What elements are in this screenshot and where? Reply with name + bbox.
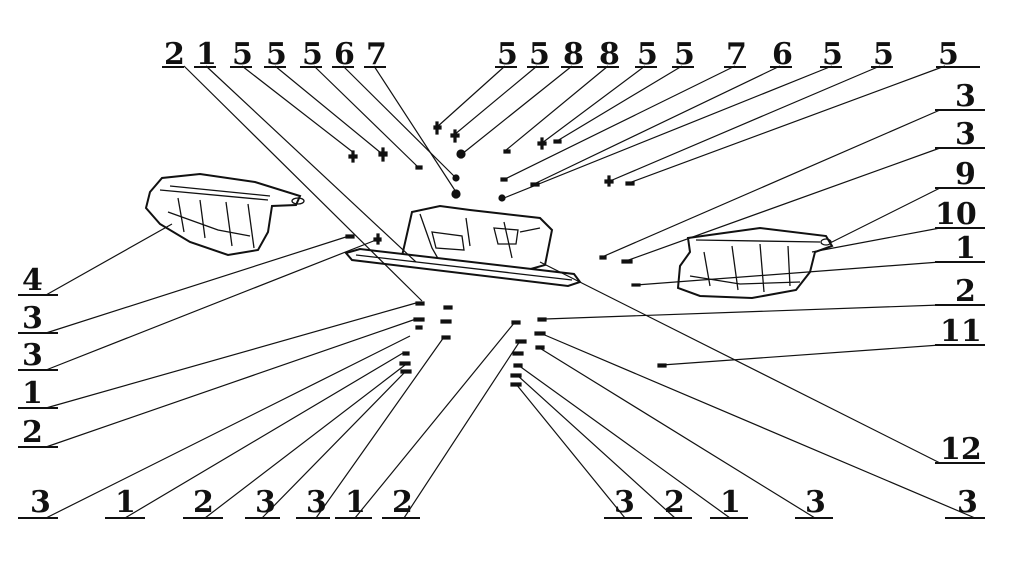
callout-bottom-label: 3 [30, 485, 51, 520]
callout-top-label: 5 [938, 37, 959, 72]
nut-top-1 [456, 149, 466, 159]
callout-bottom-label: 2 [193, 485, 214, 520]
callout-right-label: 3 [955, 79, 976, 114]
callouts-left: 4 3 3 1 2 [18, 263, 58, 450]
callouts-bottom: 3 1 2 3 3 1 2 3 2 1 3 3 [18, 485, 985, 520]
bolt-top-7 [537, 137, 547, 150]
callout-top-label: 5 [674, 37, 695, 72]
callout-right-label: 9 [955, 157, 976, 192]
bolt-top-11 [604, 175, 614, 187]
callout-right-label: 12 [940, 432, 982, 467]
callout-top-label: 1 [196, 37, 217, 72]
callout-bottom-label: 3 [957, 485, 978, 520]
callout-bottom-label: 3 [255, 485, 276, 520]
callout-top-label: 6 [334, 37, 355, 72]
callout-left-label: 3 [22, 338, 43, 373]
callout-top-label: 6 [772, 37, 793, 72]
callout-top-label: 7 [726, 37, 747, 72]
callout-bottom-label: 3 [306, 485, 327, 520]
callout-left-label: 3 [22, 301, 43, 336]
callout-right-label: 10 [935, 197, 977, 232]
bolt-right-2 [621, 259, 633, 264]
callout-right-label: 11 [940, 314, 982, 349]
bolt-top-3 [415, 165, 423, 170]
bolt-left-2 [373, 233, 382, 245]
callout-top-label: 5 [232, 37, 253, 72]
callout-left-label: 4 [22, 263, 43, 298]
callout-bottom-label: 1 [345, 485, 366, 520]
callout-bottom-label: 2 [664, 485, 685, 520]
bolt-top-1 [348, 150, 358, 163]
callout-bottom-label: 1 [115, 485, 136, 520]
bolt-top-8 [553, 139, 562, 144]
callout-top-label: 5 [302, 37, 323, 72]
right-guard-part [676, 226, 834, 300]
callout-right-label: 1 [955, 231, 976, 266]
callout-right-label: 2 [955, 274, 976, 309]
leader-lines [45, 65, 976, 519]
callout-bottom-label: 1 [720, 485, 741, 520]
callout-bottom-label: 3 [614, 485, 635, 520]
small-part-11 [657, 363, 667, 368]
callout-right-label: 3 [955, 117, 976, 152]
callout-top-label: 8 [563, 37, 584, 72]
callout-left-label: 1 [22, 376, 43, 411]
callout-top-label: 5 [822, 37, 843, 72]
nut-top-3 [451, 189, 461, 199]
bolt-top-2 [378, 147, 388, 162]
stack-left-b [440, 305, 453, 340]
callouts-top: 2 1 5 5 5 6 7 5 5 8 8 5 5 7 6 5 5 5 [162, 37, 980, 72]
fastener-cluster [345, 121, 667, 387]
callout-top-label: 5 [873, 37, 894, 72]
callout-top-label: 2 [164, 37, 185, 72]
callout-top-label: 5 [266, 37, 287, 72]
callout-top-label: 5 [529, 37, 550, 72]
callouts-right: 3 3 9 10 1 2 11 12 [935, 79, 985, 467]
callout-left-label: 2 [22, 415, 43, 450]
callout-bottom-label: 2 [392, 485, 413, 520]
stack-left-a [399, 301, 425, 374]
callout-top-label: 5 [637, 37, 658, 72]
callout-bottom-label: 3 [805, 485, 826, 520]
callout-top-label: 8 [599, 37, 620, 72]
callout-top-label: 5 [497, 37, 518, 72]
left-guard-part [144, 172, 305, 257]
callout-top-label: 7 [366, 37, 387, 72]
